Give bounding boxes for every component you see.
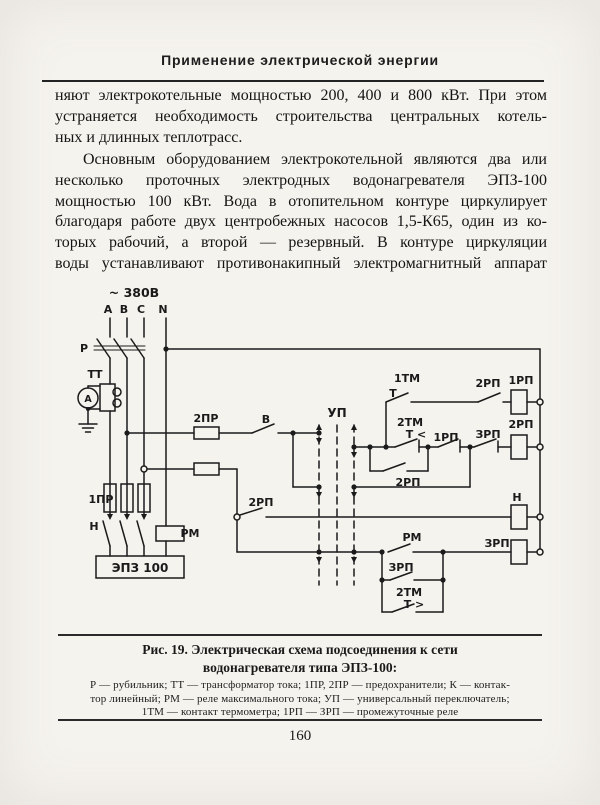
t-lt-label: Т < (406, 428, 427, 441)
text-line: несколько проточных электродных водонагр… (55, 171, 547, 189)
contactor-contacts-label: Н (89, 520, 98, 533)
rp2-row1-label: 2РП (476, 377, 501, 390)
figure-legend-line: Р — рубильник; ТТ — трансформатор тока; … (89, 679, 511, 691)
contactor-coil-row (239, 504, 538, 530)
rp3-row2-label: ЗРП (475, 428, 500, 441)
ct-label: ТТ (87, 368, 103, 381)
boiler-box (95, 555, 185, 579)
bottom-row (236, 519, 538, 613)
caption-rule-bottom (58, 719, 542, 721)
junction-dots (124, 346, 473, 583)
rp3-coil-label: ЗРП (484, 537, 509, 550)
supply-lines (109, 317, 167, 350)
figure-legend-line: тор линейный; РМ — реле максимального то… (90, 692, 510, 705)
fuse-1pr-group (103, 483, 151, 513)
tm2-bot-label: 2ТМ (396, 586, 422, 599)
fuse-1pr-label: 1ПР (89, 493, 114, 506)
ground-symbol (78, 423, 98, 433)
t-gt-label: Т > (404, 598, 425, 611)
rm-coil-label: РМ (180, 527, 199, 540)
rp3-hold-label: ЗРП (388, 561, 413, 574)
text-line: воды устанавливают противонакипный элект… (55, 254, 547, 272)
overcurrent-relay-coil (155, 525, 185, 557)
fuse-2pr-second (146, 462, 238, 515)
paragraph-1: няют электрокотельные мощностью 200, 400… (55, 86, 547, 148)
breaker-switch (93, 338, 146, 359)
tm1-label: 1ТМ (394, 372, 420, 385)
rm-contact-label: РМ (402, 531, 421, 544)
rp2-coil-label: 2РП (509, 418, 534, 431)
rp1-coil-label: 1РП (509, 374, 534, 387)
ammeter-label: А (84, 394, 92, 405)
tm2-label: 2ТМ (397, 416, 423, 429)
phase-b-label: В (120, 303, 128, 316)
supply-label: ~ 380В (109, 285, 159, 300)
caption-rule-top (58, 634, 542, 636)
text-line: няют электрокотельные мощностью 200, 400… (55, 87, 547, 104)
phase-c-label: С (137, 303, 145, 316)
fuse-2pr-label: 2ПР (194, 412, 219, 425)
ammeter (77, 387, 99, 409)
page-number: 160 (288, 728, 312, 744)
text-line: Основным оборудованием электрокотельной … (83, 151, 547, 168)
text-line: устраняется необходимость строительства … (55, 107, 547, 125)
switch-v-label: В (262, 413, 270, 426)
running-header: Применение электрической энергии (161, 52, 439, 68)
bypass-branch (353, 446, 471, 488)
figure-caption-line1: Рис. 19. Электрическая схема подсоединен… (142, 642, 458, 657)
fuse-2pr-row (126, 423, 320, 488)
up-label: УП (327, 406, 346, 420)
contactor-main-contacts (102, 514, 147, 557)
text-line: торых рабочий, а второй — резервный. В к… (55, 234, 547, 252)
figure-legend-line: 1ТМ — контакт термометра; 1РП — ЗРП — пр… (141, 706, 459, 718)
paragraph-2: Основным оборудованием электрокотельной … (55, 150, 547, 275)
boiler-label: ЭПЗ 100 (112, 561, 169, 575)
n-coil-label: Н (512, 491, 521, 504)
rp2-nrow-label: 2РП (249, 496, 274, 509)
phase-a-label: А (104, 303, 113, 316)
rp2-bypass-label: 2РП (396, 476, 421, 489)
terminal-circles (140, 398, 544, 556)
breaker-label: Р (80, 342, 88, 355)
text-line: мощностью 100 кВт. Вода в отопительном к… (55, 192, 547, 210)
neutral-label: N (158, 303, 167, 316)
t1-label: Т (389, 387, 397, 400)
text-line: благодаря работе двух центробежных насос… (55, 213, 547, 231)
header-rule (42, 80, 544, 82)
figure-caption-line2: водонагревателя типа ЭПЗ-100: (202, 660, 398, 675)
text-line: ных и длинных теплотрасс. (55, 128, 243, 146)
relay-row-1 (385, 389, 538, 448)
rp1-row2-label: 1РП (434, 431, 459, 444)
universal-switch (316, 424, 357, 586)
